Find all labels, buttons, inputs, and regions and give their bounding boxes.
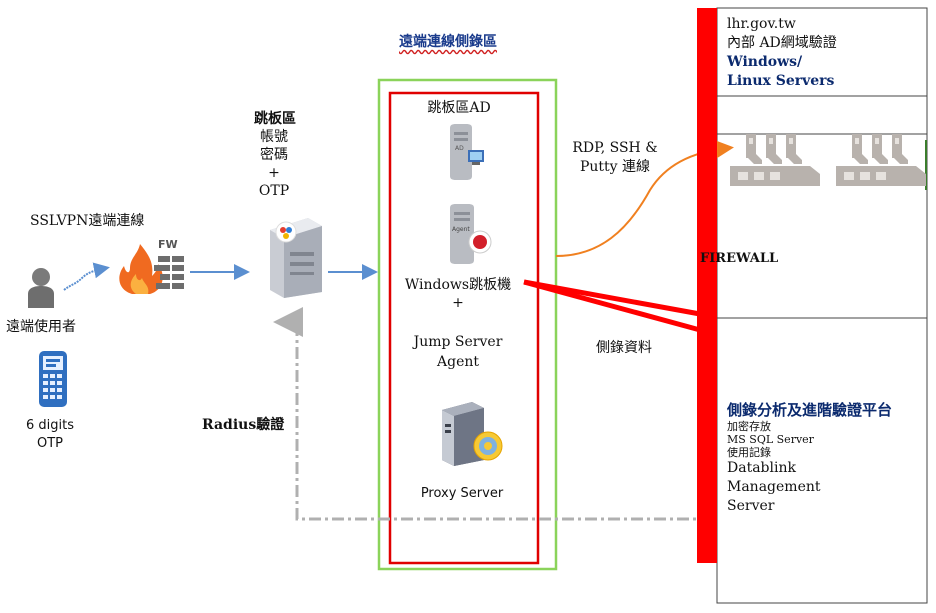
jump-server-border (388, 91, 540, 565)
recording-line-2 (523, 279, 701, 333)
firewall-icon: FW (114, 236, 186, 296)
otp-phone-icon (39, 351, 67, 407)
proxy-server-icon (442, 402, 503, 466)
agent-line: Agent (437, 354, 479, 370)
recording-data-label: 側錄資料 (596, 340, 652, 356)
ssl-vpn-label: SSLVPN遠端連線 (30, 213, 145, 229)
internal-ad-box (716, 7, 928, 97)
jump-zone-credentials: 跳板區 帳號 密碼 + OTP (254, 110, 296, 200)
otp-line: OTP (36, 436, 63, 451)
servers-line: Linux Servers (727, 73, 835, 89)
internal-spacer-box (716, 95, 928, 135)
platform-box (716, 317, 928, 604)
recording-line-1 (523, 279, 701, 317)
firewall-bar (697, 8, 717, 563)
servers-line: Windows/ (727, 54, 803, 70)
agent-server-icon (450, 204, 492, 264)
jump-zone-line: 密碼 (260, 147, 288, 163)
jump-zone-line: 帳號 (260, 129, 288, 145)
jump-server-icon (270, 218, 322, 298)
ad-label: 跳板區AD (427, 100, 491, 116)
otp-device-label: 6 digits OTP (18, 417, 82, 453)
product-line: Datablink (727, 460, 796, 476)
internal-ad-text: lhr.gov.tw 內部 AD網域驗證 Windows/ Linux Serv… (727, 15, 837, 91)
product-line: Server (727, 498, 775, 514)
firewall-label: FIREWALL (700, 251, 779, 266)
windows-jump-label: Windows跳板機 (404, 277, 512, 293)
rdp-line: RDP, SSH & (572, 140, 658, 156)
internal-servers-box (716, 133, 928, 319)
jump-zone-line: OTP (258, 183, 290, 199)
agent-line: Jump Server (413, 334, 503, 350)
internal-ad-label: 內部 AD網域驗證 (727, 35, 837, 51)
platform-feature: 使用記錄 (727, 446, 771, 459)
agent-icon-text: Agent (452, 226, 470, 233)
remote-user-label: 遠端使用者 (6, 319, 76, 335)
radius-label: Radius驗證 (202, 417, 285, 433)
radius-path (273, 307, 712, 521)
jump-zone-line: + (268, 165, 280, 181)
platform-title: 側錄分析及進階驗證平台 (727, 401, 893, 419)
recording-zone-border (377, 78, 558, 571)
user-icon (28, 268, 54, 308)
otp-line: 6 digits (25, 418, 74, 433)
rdp-line: Putty 連線 (579, 159, 651, 175)
rdp-label: RDP, SSH & Putty 連線 (565, 139, 665, 177)
vpn-arrow (63, 262, 110, 291)
plus-label: + (452, 295, 464, 311)
platform-feature: MS SQL Server (727, 433, 814, 446)
fw-icon-text: FW (158, 238, 178, 251)
jump-zone-title: 跳板區 (254, 111, 296, 127)
product-line: Management (727, 479, 821, 495)
page-title: 遠端連線側錄區 (399, 34, 497, 50)
domain-label: lhr.gov.tw (727, 16, 796, 32)
server-rack-icon (730, 134, 820, 186)
agent-label: Jump Server Agent (404, 332, 512, 372)
platform-text: 側錄分析及進階驗證平台 加密存放 MS SQL Server 使用記錄 Data… (727, 400, 892, 516)
rdp-arrow (555, 139, 734, 257)
svg-text:AD: AD (455, 145, 464, 152)
proxy-server-label: Proxy Server (420, 486, 504, 501)
platform-feature: 加密存放 (727, 420, 771, 433)
server-rack-icon (836, 134, 926, 186)
ad-server-icon: AD (450, 124, 484, 180)
